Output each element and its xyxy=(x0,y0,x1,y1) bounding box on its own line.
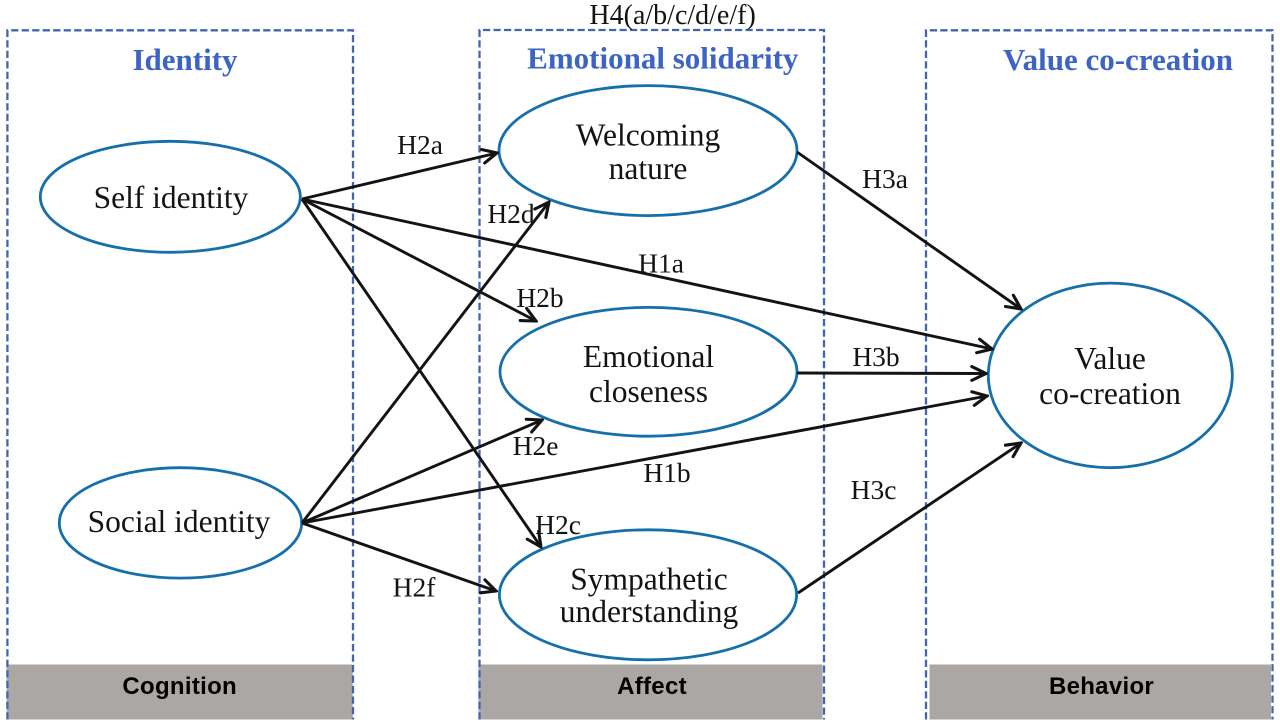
svg-text:H3a: H3a xyxy=(862,163,908,194)
svg-text:Value: Value xyxy=(1074,341,1146,376)
svg-text:Cognition: Cognition xyxy=(122,673,237,700)
svg-text:Identity: Identity xyxy=(132,42,238,77)
svg-text:Value co-creation: Value co-creation xyxy=(1003,42,1233,77)
svg-text:H2d: H2d xyxy=(487,198,535,229)
svg-text:H2a: H2a xyxy=(397,129,443,160)
svg-text:Self identity: Self identity xyxy=(94,180,249,215)
svg-text:H4(a/b/c/d/e/f): H4(a/b/c/d/e/f) xyxy=(589,0,755,31)
svg-text:H1a: H1a xyxy=(638,248,684,279)
svg-text:understanding: understanding xyxy=(560,594,739,629)
svg-text:co-creation: co-creation xyxy=(1039,376,1181,411)
svg-text:H1b: H1b xyxy=(643,457,690,488)
svg-text:Behavior: Behavior xyxy=(1049,673,1154,700)
svg-text:Emotional: Emotional xyxy=(583,339,714,374)
svg-text:H2f: H2f xyxy=(393,572,437,603)
svg-text:H2b: H2b xyxy=(516,282,563,313)
svg-text:Emotional solidarity: Emotional solidarity xyxy=(527,41,799,76)
svg-text:H3b: H3b xyxy=(852,341,899,372)
svg-text:closeness: closeness xyxy=(589,374,708,409)
svg-text:Affect: Affect xyxy=(617,673,687,700)
svg-text:Welcoming: Welcoming xyxy=(576,117,721,152)
svg-text:H2c: H2c xyxy=(535,509,581,540)
svg-text:Social identity: Social identity xyxy=(88,504,271,539)
svg-text:nature: nature xyxy=(609,151,688,186)
svg-text:Sympathetic: Sympathetic xyxy=(570,562,727,597)
svg-text:H2e: H2e xyxy=(513,430,559,461)
svg-text:H3c: H3c xyxy=(851,474,897,505)
